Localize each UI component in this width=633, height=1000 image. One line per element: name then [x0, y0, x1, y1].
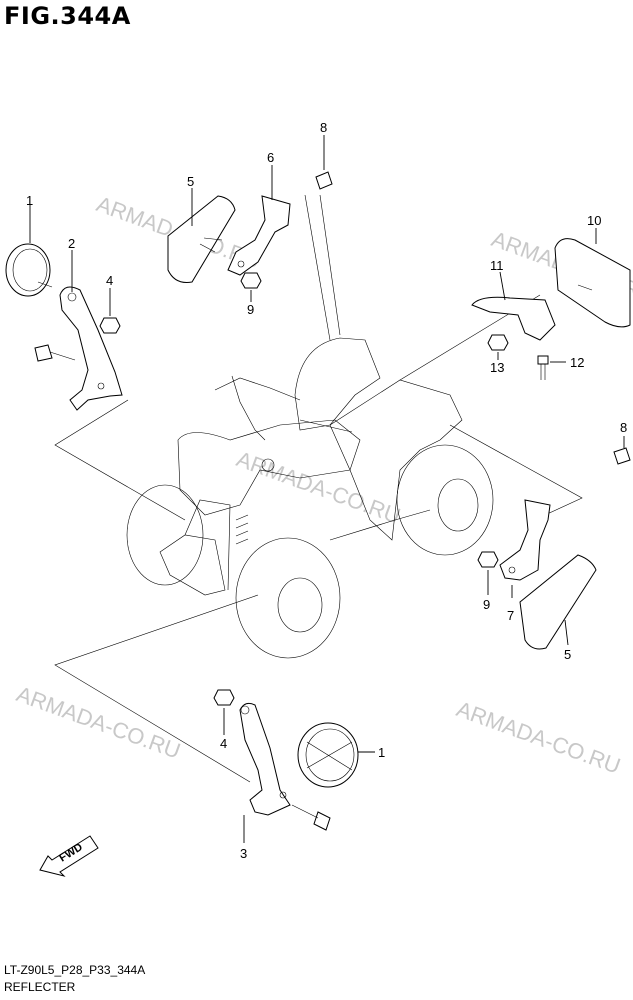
atv-suspension	[235, 514, 249, 545]
part-5-reflector-top	[167, 188, 236, 283]
atv-rear-frame	[329, 509, 431, 541]
callout-9-right: 9	[483, 597, 490, 612]
callout-3: 3	[240, 846, 247, 861]
callout-4-top: 4	[106, 273, 113, 288]
part-9-nut-right	[477, 551, 499, 595]
atv-handlebar	[214, 375, 353, 441]
callouts: 1 2 4 5 6 8 9 10 11 12 13 8 9 7 5 4 1 3	[26, 120, 627, 861]
part-1-reflector-top	[5, 205, 53, 297]
atv-rear-fender	[329, 379, 463, 541]
part-10-reflector	[554, 228, 631, 328]
part-11-bracket	[471, 271, 556, 341]
callout-5-top: 5	[187, 174, 194, 189]
part-4-nut-bottom	[213, 689, 235, 735]
part-4-nut-top	[99, 288, 121, 334]
atv-rear-wheel	[396, 444, 494, 556]
atv-headlight	[261, 458, 275, 472]
callout-9-top: 9	[247, 302, 254, 317]
watermark-3: ARMADA-CO.RU	[233, 446, 404, 528]
part-8-screw-top	[315, 135, 333, 190]
part-8-screw-right	[613, 436, 631, 465]
figure-name: REFLECTER	[4, 980, 76, 994]
callout-1-bottom: 1	[378, 745, 385, 760]
callout-10: 10	[587, 213, 601, 228]
callout-13: 13	[490, 360, 504, 375]
callout-6: 6	[267, 150, 274, 165]
atv-front-left-wheel	[126, 484, 204, 586]
part-13-nut	[487, 334, 509, 360]
bolt-left	[34, 344, 76, 362]
atv-outline	[126, 337, 494, 659]
atv-front-wheel	[235, 537, 341, 659]
part-5-reflector-right	[519, 554, 597, 650]
callout-5-right: 5	[564, 647, 571, 662]
atv-rear-wheel-hub	[437, 478, 479, 532]
bolt-bottom	[291, 804, 331, 831]
watermark-5: ARMADA-CO.RU	[453, 696, 624, 778]
figure-title: FIG.344A	[4, 2, 131, 30]
part-9-nut-top	[240, 272, 262, 302]
figure-code: LT-Z90L5_P28_P33_344A	[4, 963, 146, 977]
callout-4-bottom: 4	[220, 736, 227, 751]
atv-front-wheel-hub	[277, 577, 323, 633]
callout-11: 11	[490, 258, 504, 273]
callout-7: 7	[507, 608, 514, 623]
atv-front-body	[177, 419, 361, 516]
part-6-bracket	[227, 165, 291, 276]
part-2-bracket	[59, 250, 123, 411]
fwd-arrow: FWD	[39, 835, 99, 877]
callout-12: 12	[570, 355, 584, 370]
callout-1-top: 1	[26, 193, 33, 208]
atv-seat	[294, 337, 381, 431]
callout-2: 2	[68, 236, 75, 251]
part-12-bolt	[537, 355, 566, 380]
watermark-4: ARMADA-CO.RU	[13, 681, 184, 763]
atv-front-bumper	[159, 499, 231, 596]
callout-8-right: 8	[620, 420, 627, 435]
part-1-reflector-bottom	[297, 722, 375, 788]
part-7-bracket	[499, 499, 551, 598]
part-3-bracket	[239, 702, 291, 843]
callout-8-top: 8	[320, 120, 327, 135]
